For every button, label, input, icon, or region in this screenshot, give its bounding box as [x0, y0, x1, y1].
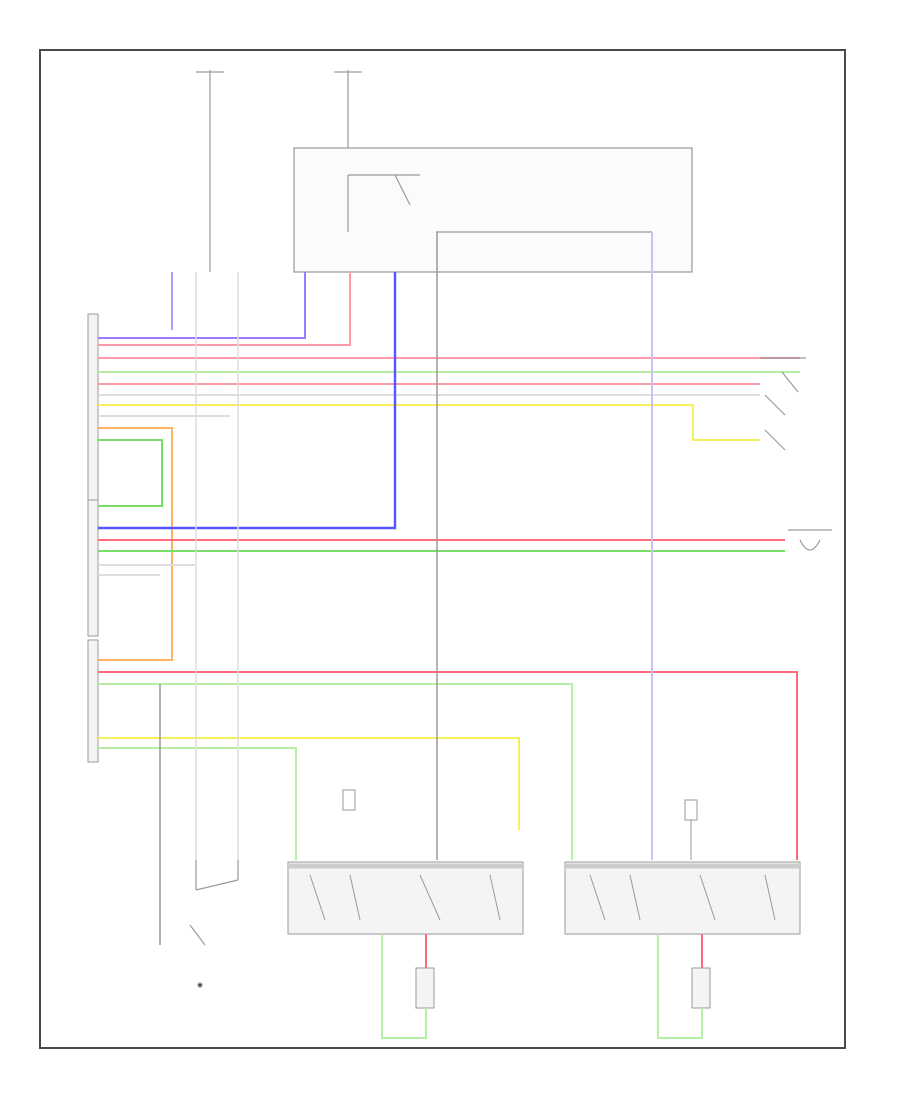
left-motor — [415, 967, 435, 1009]
connector-block-middle — [87, 499, 99, 637]
right-upper-switch — [760, 357, 806, 451]
bus-wires — [98, 272, 800, 860]
right-motor-loop — [657, 934, 703, 1039]
right-actuator-module — [564, 861, 801, 935]
left-bottom-switch — [189, 860, 239, 988]
diagram-frame — [39, 49, 846, 1049]
right-sensor — [788, 529, 832, 551]
upper-module-relay — [347, 174, 652, 233]
left-motor-loop — [381, 934, 427, 1039]
right-actuator-contacts — [589, 874, 776, 921]
connector-block-lower — [87, 639, 99, 763]
fuse-feed-left — [196, 70, 224, 272]
left-small-relay — [342, 789, 356, 811]
connector-block-upper — [87, 313, 99, 507]
upper-module — [293, 147, 693, 273]
left-actuator-module — [287, 861, 524, 935]
right-motor — [691, 967, 711, 1009]
vertical-wires — [159, 232, 653, 945]
left-actuator-contacts — [309, 874, 501, 921]
right-small-sensor — [684, 799, 698, 860]
